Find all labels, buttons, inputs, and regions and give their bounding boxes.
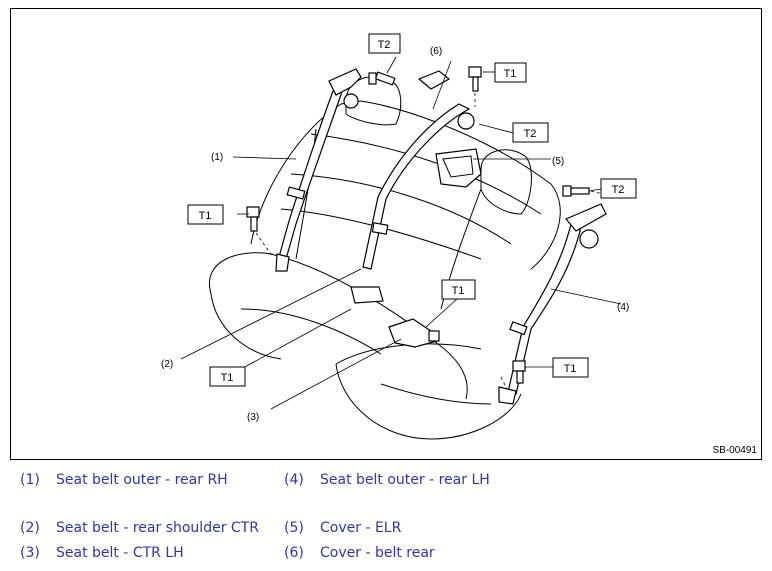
torque-box-t2-top: T2	[368, 33, 401, 54]
leader-t2-mid	[478, 123, 514, 134]
legend-item-1: (1) Seat belt outer - rear RH	[20, 472, 228, 488]
callout-3: (3)	[247, 412, 259, 423]
legend-number: (2)	[20, 520, 40, 536]
bolt-t2-right	[562, 185, 604, 197]
legend-text: Seat belt outer - rear RH	[56, 472, 228, 488]
svg-text:T1: T1	[504, 68, 517, 80]
legend-item-2: (2) Seat belt - rear shoulder CTR	[20, 520, 259, 536]
leader-4	[550, 288, 622, 305]
legend-number: (6)	[284, 545, 304, 561]
svg-text:T1: T1	[221, 372, 234, 384]
torque-box-t1-bottom: T1	[209, 366, 246, 387]
legend-item-4: (4) Seat belt outer - rear LH	[284, 472, 490, 488]
torque-box-t1-right: T1	[552, 357, 589, 378]
legend-number: (5)	[284, 520, 304, 536]
bolt-t1-right	[500, 360, 526, 390]
callout-4: (4)	[617, 302, 629, 313]
torque-box-t2-right: T2	[600, 178, 637, 199]
headrest-right	[345, 76, 402, 126]
leader-t1-center	[425, 298, 458, 328]
bolt-t2-top	[368, 71, 396, 86]
leader-2	[180, 268, 362, 360]
seat-belt-outer-rear-rh	[275, 68, 362, 272]
callout-1: (1)	[211, 152, 223, 163]
torque-box-t1-left: T1	[187, 204, 224, 225]
legend-text: Cover - belt rear	[320, 545, 435, 561]
seat-belt-diagram: (1) (2) (3) (4) (5) (6) T2 T1 T2 T1 T2 T…	[10, 8, 762, 460]
callout-2: (2)	[161, 359, 173, 370]
cover-elr	[435, 148, 482, 188]
seat-belt-rear-shoulder-ctr	[350, 103, 475, 304]
svg-text:T2: T2	[612, 184, 625, 196]
svg-text:T2: T2	[524, 128, 537, 140]
leader-t2-right	[588, 188, 602, 192]
torque-box-t2-mid: T2	[512, 122, 549, 143]
legend-number: (3)	[20, 545, 40, 561]
legend-text: Seat belt - CTR LH	[56, 545, 184, 561]
seat-belt-ctr-lh	[388, 318, 440, 348]
seat-belt-outer-rear-lh	[498, 203, 607, 405]
bolt-t1-top	[468, 66, 482, 107]
legend-text: Cover - ELR	[320, 520, 402, 536]
leader-6	[432, 60, 452, 110]
svg-text:T1: T1	[452, 285, 465, 297]
leader-t1-bottom	[240, 308, 352, 370]
callout-6: (6)	[430, 46, 442, 57]
torque-box-t1-top: T1	[494, 62, 527, 83]
legend-item-5: (5) Cover - ELR	[284, 520, 401, 536]
cover-belt-rear	[417, 70, 451, 90]
torque-box-t1-center: T1	[441, 279, 476, 300]
rear-seat-back	[250, 100, 561, 310]
leader-1	[232, 156, 297, 160]
legend-text: Seat belt - rear shoulder CTR	[56, 520, 259, 536]
leader-3	[270, 338, 402, 410]
legend-number: (4)	[284, 472, 304, 488]
rear-seat-cushion	[208, 252, 522, 440]
legend-text: Seat belt outer - rear LH	[320, 472, 490, 488]
leader-t2-top	[386, 56, 397, 74]
bolt-t1-left	[246, 206, 274, 258]
headrest-left	[480, 149, 532, 215]
svg-text:T2: T2	[378, 39, 391, 51]
diagram-canvas: (1) (2) (3) (4) (5) (6) T2 T1 T2 T1 T2 T…	[161, 33, 637, 440]
legend-item-3: (3) Seat belt - CTR LH	[20, 545, 184, 561]
svg-text:T1: T1	[564, 363, 577, 375]
svg-text:T1: T1	[199, 210, 212, 222]
callout-5: (5)	[552, 156, 564, 167]
figure-id: SB-00491	[712, 445, 757, 456]
legend-number: (1)	[20, 472, 40, 488]
legend-item-6: (6) Cover - belt rear	[284, 545, 435, 561]
